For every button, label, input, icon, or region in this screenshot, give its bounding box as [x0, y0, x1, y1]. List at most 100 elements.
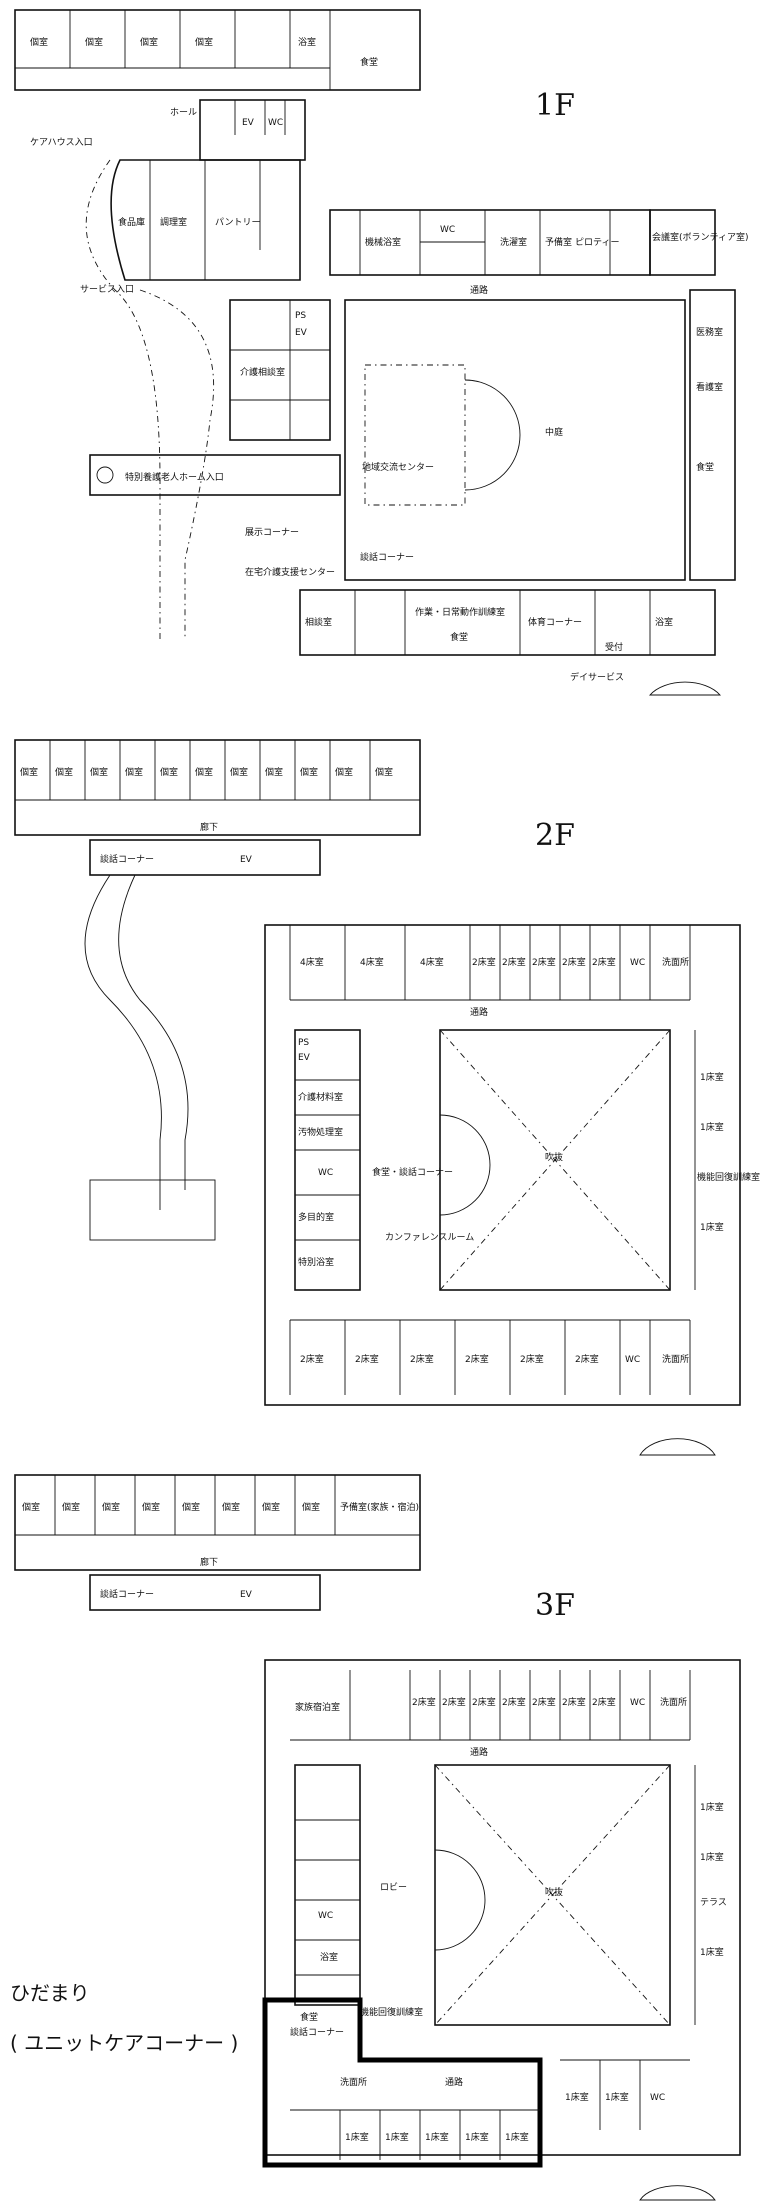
1f-courtyard	[344, 299, 686, 581]
2f-room-kojin-5: 個室	[160, 766, 178, 778]
2f-four-bed-1: 4床室	[300, 956, 324, 968]
1f-douro: 通路	[470, 284, 488, 296]
3f-two-bed-7: 2床室	[592, 1696, 616, 1708]
2f-one-bed-2: 1床室	[700, 1121, 724, 1133]
2f-two-bed-11: 2床室	[575, 1353, 599, 1365]
1f-hall: ホール	[170, 107, 197, 118]
1f-piroti: ピロティー	[575, 237, 619, 248]
2f-wc-3: WC	[625, 1355, 640, 1365]
3f-one-bed-3: 1床室	[700, 1946, 724, 1958]
1f-room-yokushitsu: 浴室	[298, 36, 316, 48]
1f-wc-1: WC	[268, 118, 283, 128]
2f-main-block	[264, 924, 741, 1406]
3f-yobi: 予備室(家族・宿泊)	[340, 1501, 419, 1513]
3f-one-bed-6: 1床室	[425, 2131, 449, 2143]
3f-lobby: ロビー	[380, 1882, 407, 1893]
1f-room-shokudo: 食堂	[360, 56, 378, 68]
1f-ishitsu: 医務室	[696, 326, 723, 338]
3f-two-bed-5: 2床室	[532, 1696, 556, 1708]
1f-wc-2: WC	[440, 225, 455, 235]
1f-ev-2: EV	[295, 328, 308, 338]
2f-two-bed-6: 2床室	[300, 1353, 324, 1365]
floor-label-3f: 3F	[535, 1588, 575, 1623]
2f-one-bed-3: 1床室	[700, 1221, 724, 1233]
3f-douro-2: 通路	[445, 2076, 463, 2088]
3f-room-kojin-8: 個室	[302, 1501, 320, 1513]
3f-room-kojin-5: 個室	[182, 1501, 200, 1513]
2f-danwa: 談話コーナー	[100, 853, 154, 865]
1f-ev: EV	[242, 118, 255, 128]
3f-room-kojin-4: 個室	[142, 1501, 160, 1513]
2f-shokudo-danwa: 食堂・談話コーナー	[372, 1166, 453, 1178]
2f-kaigo-zairyo: 介護材料室	[298, 1091, 343, 1103]
2f-wc-1: WC	[630, 958, 645, 968]
1f-senyoku: 洗濯室	[500, 236, 527, 248]
1f-sagyou: 作業・日常動作訓練室	[415, 606, 505, 618]
3f-douro: 通路	[470, 1746, 488, 1758]
2f-room-kojin-1: 個室	[20, 766, 38, 778]
3f-atrium	[434, 1764, 671, 2026]
2f-senmen-2: 洗面所	[662, 1353, 689, 1365]
1f-uketsuke: 受付	[605, 641, 623, 653]
2f-room-kojin-7: 個室	[230, 766, 248, 778]
2f-room-kojin-4: 個室	[125, 766, 143, 778]
2f-two-bed-4: 2床室	[562, 956, 586, 968]
2f-atrium	[439, 1029, 671, 1291]
3f-room-kojin-6: 個室	[222, 1501, 240, 1513]
3f-shokudo: 食堂	[300, 2011, 318, 2023]
3f-one-bed-10: 1床室	[605, 2091, 629, 2103]
1f-kango: 看護室	[696, 381, 723, 393]
1f-shokuhin: 食品庫	[118, 216, 145, 228]
2f-north-wing	[14, 739, 421, 836]
1f-shokudo-3: 食堂	[696, 461, 714, 473]
3f-two-bed-6: 2床室	[562, 1696, 586, 1708]
floor-label-1f: 1F	[535, 88, 575, 123]
1f-room-kojin-2: 個室	[85, 36, 103, 48]
annotation-unit-care: ( ユニットケアコーナー )	[10, 2031, 238, 2055]
2f-four-bed-3: 4床室	[420, 956, 444, 968]
1f-service-entrance[interactable]: サービス入口	[80, 284, 134, 295]
1f-room-kojin-1: 個室	[30, 36, 48, 48]
3f-rouka: 廊下	[200, 1556, 218, 1568]
3f-one-bed-7: 1床室	[465, 2131, 489, 2143]
3f-two-bed-3: 2床室	[472, 1696, 496, 1708]
2f-rouka: 廊下	[200, 821, 218, 833]
floor-1f-plan: 個室 個室 個室 個室 浴室 食堂 1F ホール EV WC ケアハウス入口 調…	[14, 9, 748, 696]
2f-tamokuteki: 多目的室	[298, 1211, 334, 1223]
3f-two-bed-2: 2床室	[442, 1696, 466, 1708]
3f-north-wing	[14, 1474, 421, 1571]
2f-kaifuku: 機能回復訓練室	[697, 1171, 760, 1183]
3f-main-block	[264, 1659, 741, 2156]
2f-one-bed-1: 1床室	[700, 1071, 724, 1083]
3f-one-bed-9: 1床室	[565, 2091, 589, 2103]
3f-terrace: テラス	[700, 1897, 727, 1908]
1f-yobi: 予備室	[545, 236, 572, 248]
1f-ryoushitsu: 調理室	[160, 216, 187, 228]
3f-one-bed-5: 1床室	[385, 2131, 409, 2143]
3f-kaifuku: 機能回復訓練室	[360, 2006, 423, 2018]
3f-senmen-2: 洗面所	[340, 2076, 367, 2088]
1f-day-service[interactable]: デイサービス	[570, 671, 624, 683]
3f-room-kojin-3: 個室	[102, 1501, 120, 1513]
3f-wc-1: WC	[630, 1698, 645, 1708]
1f-tokubetsu-entrance[interactable]: 特別養護老人ホーム入口	[125, 471, 224, 483]
1f-ps: PS	[295, 311, 306, 321]
2f-senmen-1: 洗面所	[662, 956, 689, 968]
2f-room-kojin-8: 個室	[265, 766, 283, 778]
1f-care-house-entrance[interactable]: ケアハウス入口	[30, 137, 93, 148]
1f-pantry: パントリー	[215, 217, 260, 228]
2f-room-kojin-6: 個室	[195, 766, 213, 778]
2f-douro: 通路	[470, 1006, 488, 1018]
2f-ev-2: EV	[298, 1053, 311, 1063]
1f-chiiki-center: 地域交流センター	[362, 461, 434, 473]
1f-kaigo-soudan: 介護相談室	[240, 366, 285, 378]
2f-osen: 汚物処理室	[298, 1126, 343, 1138]
floor-3f-plan: 個室 個室 個室 個室 個室 個室 個室 個室 予備室(家族・宿泊) 廊下 談話…	[10, 1474, 741, 2201]
1f-taiiku: 体育コーナー	[528, 616, 582, 628]
3f-room-kojin-2: 個室	[62, 1501, 80, 1513]
3f-wc-3: WC	[650, 2093, 665, 2103]
3f-danwa: 談話コーナー	[100, 1588, 154, 1600]
2f-room-kojin-9: 個室	[300, 766, 318, 778]
